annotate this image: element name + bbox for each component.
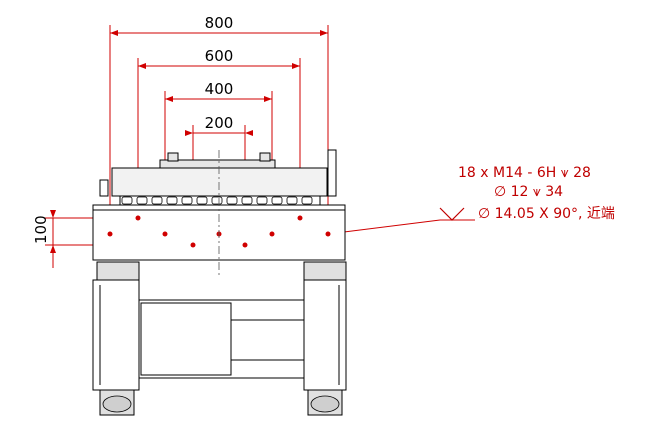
- dimension-800-label: 800: [205, 14, 234, 32]
- thread-callout-line1: 18 x M14 - 6H ⩛ 28: [458, 165, 591, 181]
- dimension-400-label: 400: [205, 80, 234, 98]
- fixture-slots: [121, 196, 313, 205]
- machine-outline: [92, 149, 347, 416]
- countersink-callout: ∅ 14.05 X 90°, 近端: [439, 206, 615, 222]
- leveling-feet: [102, 395, 340, 413]
- table-holes: [107, 215, 331, 248]
- dimension-200-label: 200: [205, 114, 234, 132]
- dimension-600-label: 600: [205, 47, 234, 65]
- dimension-arrows: [50, 30, 328, 253]
- dimension-100-label: 100: [32, 215, 50, 244]
- counterbore-callout-line2: ∅ 12 ⩛ 34: [494, 184, 563, 200]
- countersink-callout-line3: ∅ 14.05 X 90°, 近端: [478, 206, 615, 222]
